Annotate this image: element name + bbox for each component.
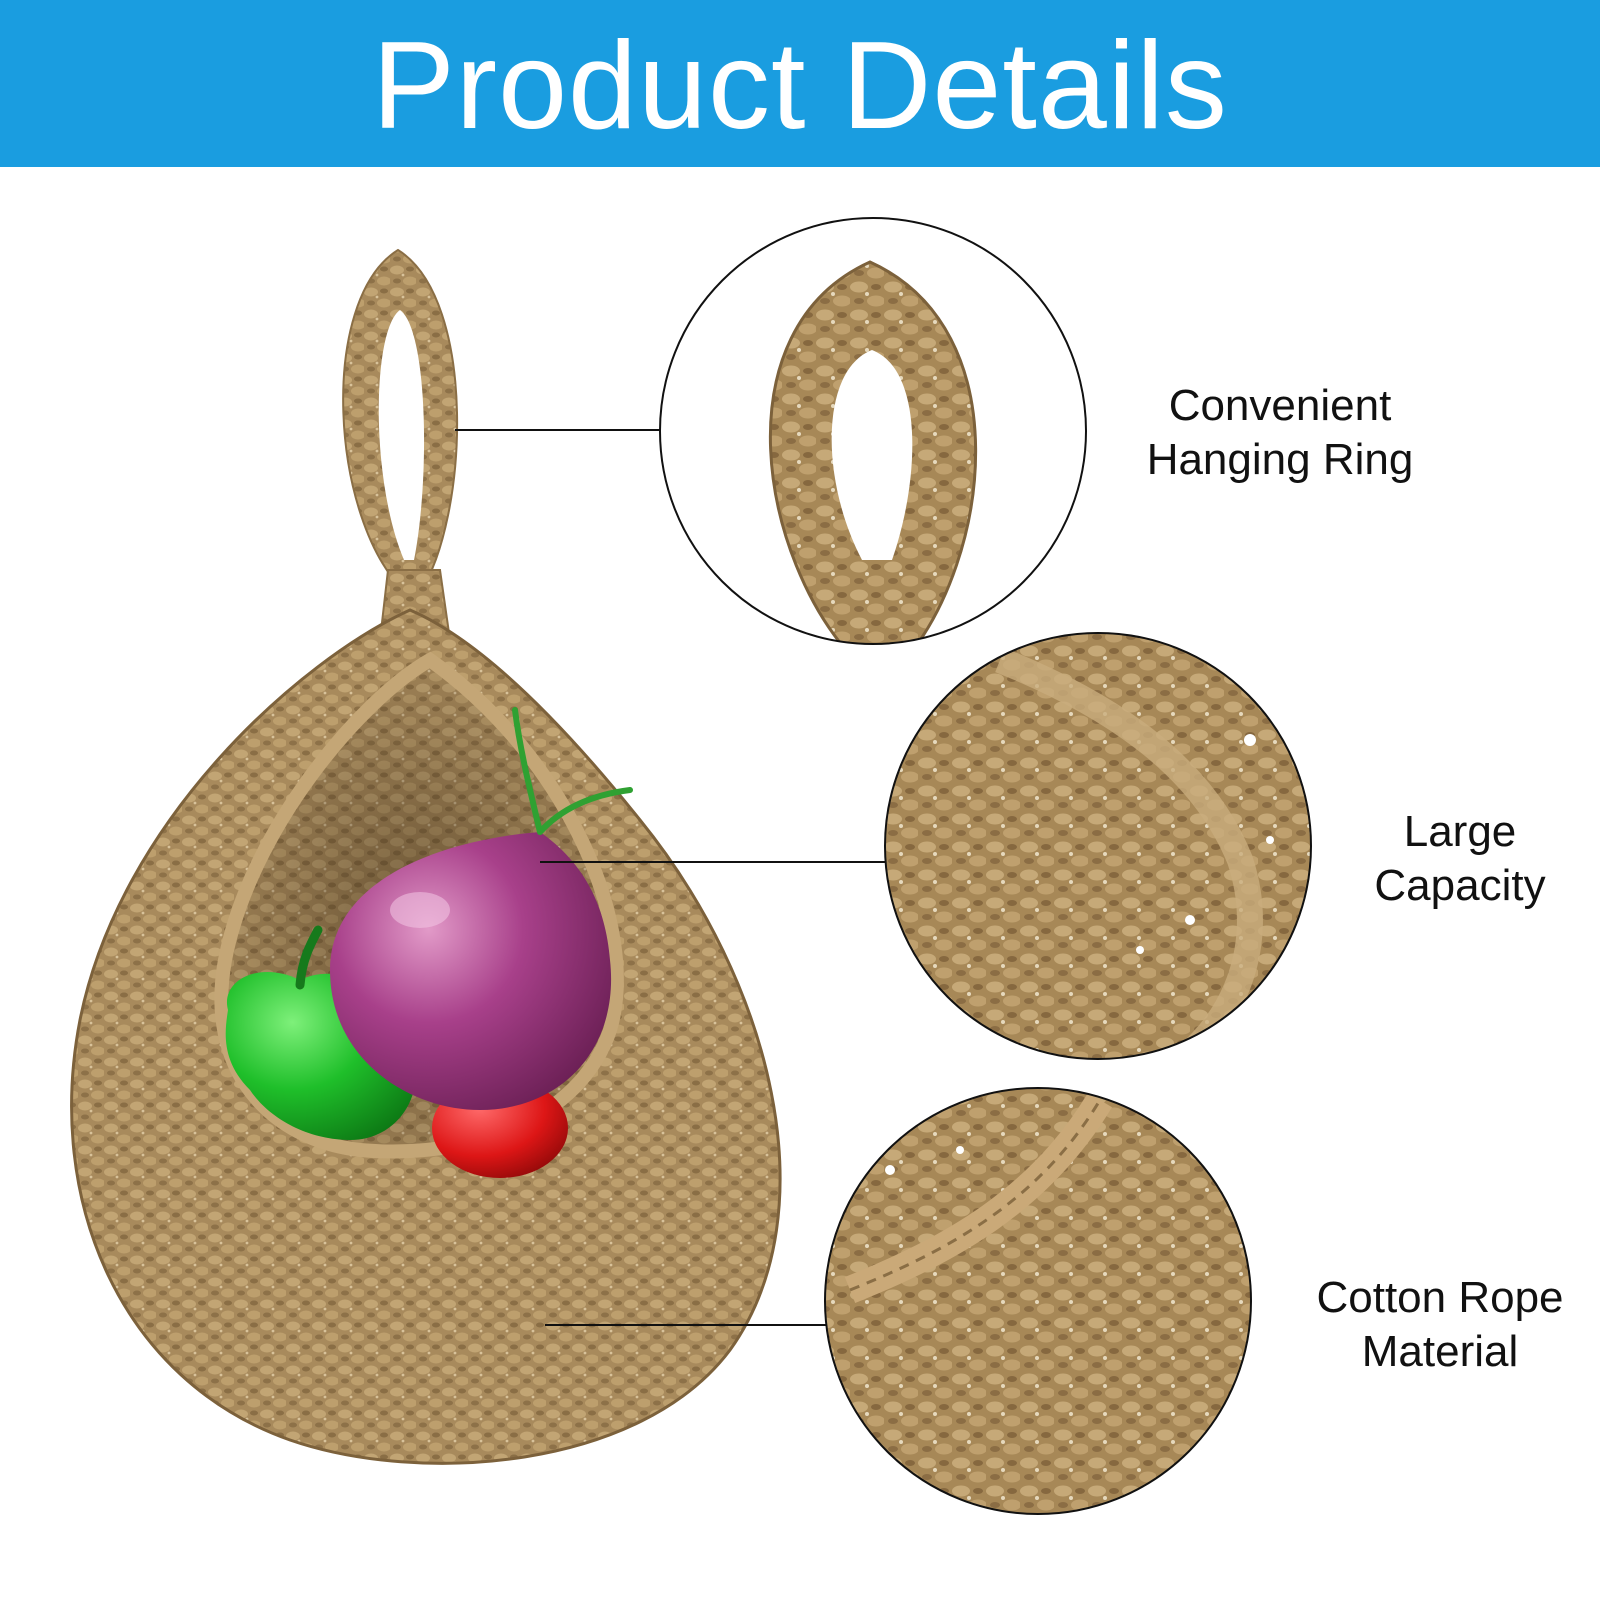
- detail-circle-capacity: [884, 632, 1312, 1060]
- feature-label-cotton-rope: Cotton Rope Material: [1316, 1273, 1564, 1376]
- product-stage: Convenient Hanging Ring Large Capacity C…: [0, 167, 1600, 1600]
- product-illustration: [70, 217, 1312, 1515]
- detail-circle-ring: [659, 217, 1087, 645]
- feature-label-large-capacity: Large Capacity: [1374, 807, 1546, 910]
- produce: [225, 707, 633, 1178]
- page-title: Product Details: [372, 16, 1228, 155]
- header-banner: Product Details: [0, 0, 1600, 167]
- basket-rim: [214, 651, 624, 1159]
- detail-circle-material: [824, 1087, 1252, 1515]
- onion-highlight: [390, 892, 450, 928]
- feature-label-hanging-ring: Convenient Hanging Ring: [1146, 381, 1414, 484]
- basket-loop-hole: [378, 310, 425, 560]
- pepper-stem: [295, 925, 323, 990]
- onion-sprout: [512, 707, 633, 835]
